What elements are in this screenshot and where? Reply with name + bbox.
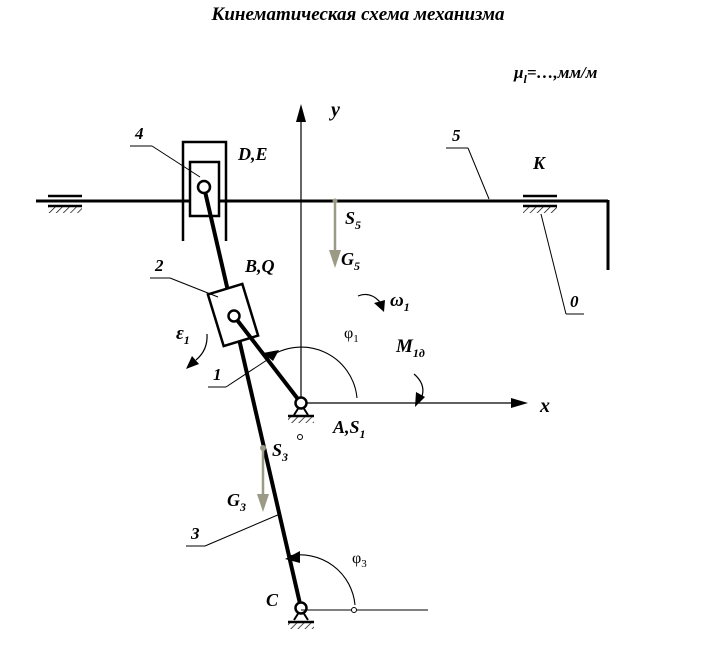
leader-3 — [186, 513, 281, 547]
point-DE-label: D,E — [237, 144, 268, 164]
link-1-crank — [232, 314, 303, 405]
diagram-title: Кинематическая схема механизма — [210, 4, 505, 25]
scale-label: μl=…,мм/м — [513, 63, 598, 86]
left-guide-support — [48, 194, 82, 213]
c-reference-dot — [351, 607, 357, 613]
link-0-number: 0 — [570, 292, 579, 311]
phi3-angle-arc — [285, 551, 356, 606]
m1d-label: M1д — [395, 336, 425, 360]
g3-label: G3 — [227, 490, 246, 514]
g3-force-arrow — [257, 445, 269, 512]
m1d-moment-arrow — [413, 373, 425, 407]
g5-force-arrow — [329, 198, 341, 268]
y-axis-label: y — [329, 99, 340, 121]
link-4-number: 4 — [134, 124, 144, 143]
link-1-number: 1 — [213, 365, 222, 384]
leader-0 — [540, 213, 584, 315]
point-A-label: A,S1 — [332, 417, 366, 441]
s5-label: S5 — [345, 208, 361, 232]
leader-4 — [130, 145, 201, 178]
x-axis — [301, 398, 528, 408]
link-5-rod — [36, 199, 610, 270]
x-axis-label: x — [539, 395, 550, 417]
leader-2 — [150, 277, 219, 298]
point-C-label: C — [266, 590, 279, 610]
epsilon1-rotation-arrow — [186, 333, 208, 369]
leader-5 — [446, 147, 490, 200]
g5-label: G5 — [341, 249, 360, 273]
link-3-rocker — [202, 186, 303, 609]
pivot-support-C — [288, 601, 314, 629]
link-3-number: 3 — [190, 524, 200, 543]
omega1-rotation-arrow — [357, 293, 385, 312]
omega1-label: ω1 — [390, 290, 410, 314]
point-K-label: K — [532, 153, 547, 173]
phi3-label: φ3 — [352, 550, 367, 570]
leader-1 — [208, 359, 268, 388]
point-BQ-label: B,Q — [244, 256, 275, 276]
phi1-angle-arc — [263, 346, 358, 399]
joint-D — [196, 179, 212, 195]
phi1-label: φ1 — [344, 325, 359, 345]
y-axis — [296, 104, 306, 405]
s3-label: S3 — [272, 440, 288, 464]
pivot-support-A — [288, 396, 314, 440]
right-guide-support — [523, 194, 557, 213]
joint-B — [227, 309, 241, 323]
link-5-number: 5 — [452, 126, 461, 145]
link-2-number: 2 — [154, 256, 164, 275]
epsilon1-label: ε1 — [176, 323, 190, 347]
